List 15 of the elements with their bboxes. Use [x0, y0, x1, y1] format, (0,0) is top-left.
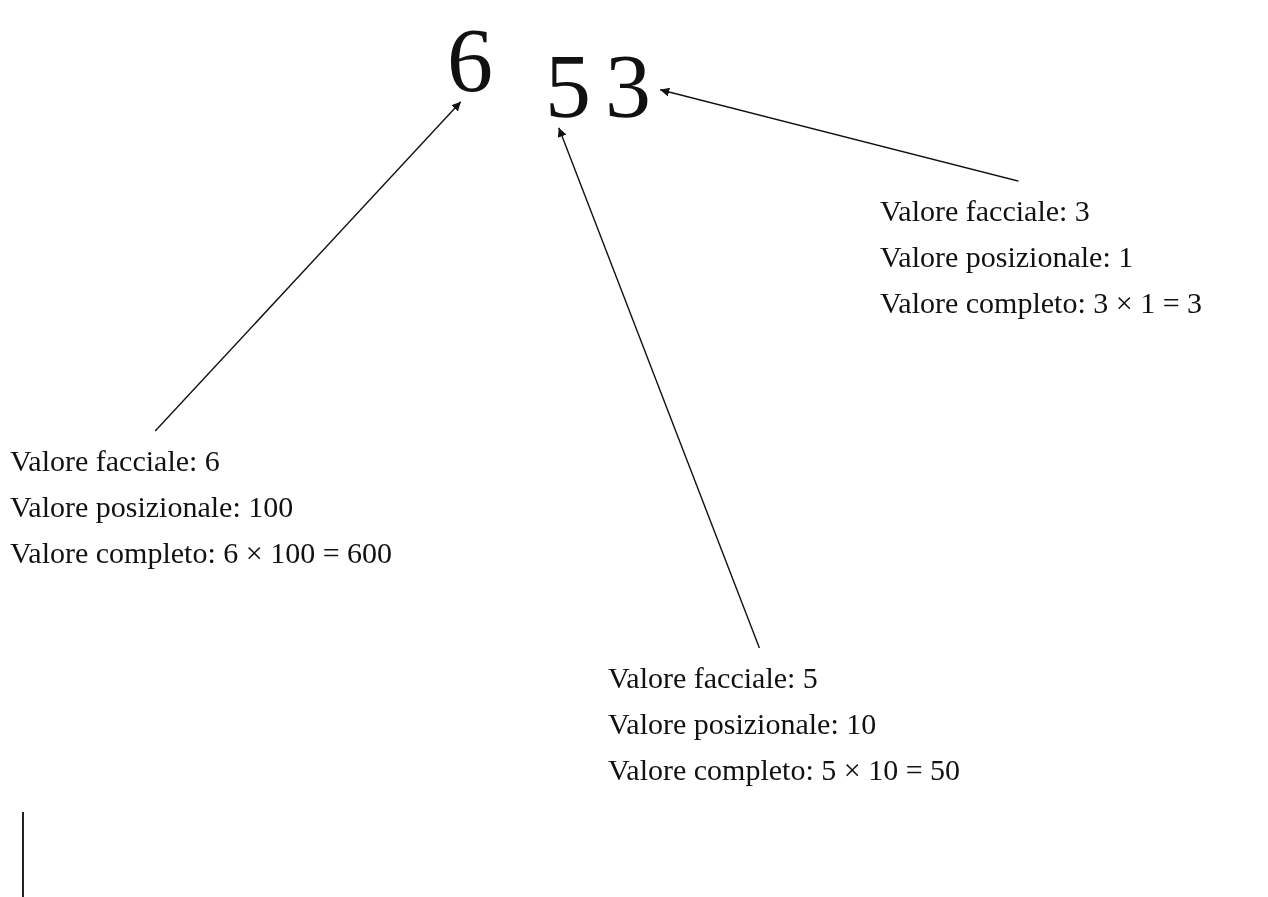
leader-arrow — [659, 87, 1020, 182]
value-note: Valore posizionale: 1 — [880, 239, 1135, 275]
leader-arrow — [557, 127, 761, 649]
value-note: Valore facciale: 6 — [10, 443, 221, 479]
digit: 5 — [545, 48, 591, 124]
value-note: Valore posizionale: 100 — [10, 489, 295, 525]
value-note: Valore completo: 5 × 10 = 50 — [608, 752, 961, 788]
value-note: Valore facciale: 3 — [880, 193, 1091, 229]
value-note: Valore completo: 6 × 100 = 600 — [10, 535, 393, 571]
digit: 6 — [447, 22, 493, 98]
value-note: Valore posizionale: 10 — [608, 706, 878, 742]
value-note: Valore completo: 3 × 1 = 3 — [880, 285, 1203, 321]
value-note: Valore facciale: 5 — [608, 660, 819, 696]
digit: 3 — [605, 48, 651, 124]
leader-arrow — [154, 101, 462, 432]
